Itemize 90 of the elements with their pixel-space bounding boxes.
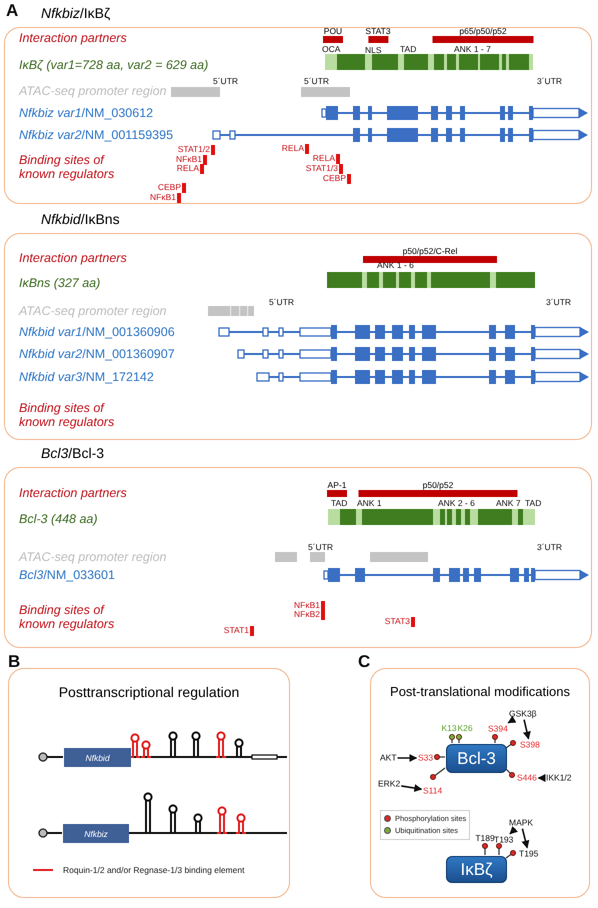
regulator-label: STAT1/3	[306, 164, 338, 174]
kinase-label: GSK3β	[509, 709, 537, 719]
site-label: S114	[423, 786, 442, 796]
domain-label: ANK 7	[496, 499, 521, 509]
partner-label: p50/p52	[422, 481, 454, 490]
panel-heading: Bcl3/Bcl-3	[41, 445, 104, 461]
regulator-label: NFκB1	[150, 193, 176, 203]
site-label: S33	[418, 753, 434, 763]
partner-label: p50/p52/C-Rel	[402, 247, 458, 256]
domain-label: ANK 2 - 6	[438, 499, 475, 509]
kinase-label: IKK1/2	[546, 773, 572, 783]
regulator-label: NFκB1	[176, 155, 202, 165]
protein-box: Bcl-3	[446, 744, 507, 773]
protein-label: IκBns (327 aa)	[19, 276, 100, 290]
panel-letter: C	[358, 652, 370, 672]
row-label: Interaction partners	[19, 486, 127, 500]
site-label: T195	[519, 849, 538, 859]
arrow	[509, 826, 518, 834]
kinase-label: MAPK	[509, 818, 534, 828]
regulator-label: CEBP	[158, 183, 181, 193]
transcript-label: Nfkbid var2/NM_001360907	[19, 346, 175, 362]
panel-title: Posttranscriptional regulation	[58, 684, 240, 700]
transcript-label: Nfkbid var1/NM_001360906	[19, 324, 175, 340]
site-label: T193	[494, 835, 514, 845]
legend-label: Roquin-1/2 and/or Regnase-1/3 binding element	[63, 865, 244, 875]
arrow	[538, 774, 546, 782]
arrow	[398, 754, 418, 762]
site-label: T189	[475, 834, 495, 844]
arrow	[522, 720, 531, 740]
regulator-label: NFκB1	[294, 601, 320, 611]
domain-label: TAD	[400, 45, 416, 55]
arrow	[401, 784, 422, 792]
coding-region-box: Nfkbiz	[63, 824, 129, 843]
partner-label: AP-1	[328, 481, 346, 490]
row-label: ATAC-seq promoter region	[19, 304, 167, 318]
domain-label: OCA	[322, 45, 340, 55]
row-label: Binding sites of known regulators	[19, 153, 116, 181]
row-label: ATAC-seq promoter region	[19, 550, 167, 564]
kinase-label: AKT	[380, 753, 397, 763]
partner-label: POU	[324, 27, 342, 36]
transcript-label: Bcl3/NM_033601	[19, 568, 115, 582]
transcript-label: Nfkbiz var2/NM_001159395	[19, 128, 174, 142]
utr-label: 3´UTR	[537, 77, 562, 87]
panel-letter: A	[6, 1, 18, 21]
panel-heading: Nfkbid/IκBns	[41, 211, 120, 227]
regulator-label: STAT1	[224, 626, 249, 636]
utr-label: 5´UTR	[213, 77, 238, 87]
coding-region-box: Nfkbid	[64, 748, 131, 767]
regulator-label: NFκB2	[294, 610, 320, 620]
panel-heading: Nfkbiz/IκBζ	[41, 5, 110, 21]
protein-label: Bcl-3 (448 aa)	[19, 512, 98, 526]
row-label: Binding sites of known regulators	[19, 401, 116, 429]
arrow	[508, 716, 516, 724]
row-label: Interaction partners	[19, 250, 127, 266]
domain-label: ANK 1 - 7	[454, 45, 491, 55]
domain-label: ANK 1 - 6	[377, 261, 414, 271]
row-label: ATAC-seq promoter region	[19, 84, 167, 98]
site-label: S398	[520, 740, 540, 750]
site-label: K26	[457, 724, 473, 734]
panel-letter: B	[8, 652, 20, 672]
regulator-label: CEBP	[322, 174, 346, 184]
panel-frame	[8, 668, 290, 898]
arrow	[522, 828, 530, 849]
protein-label: IκBζ (var1=728 aa, var2 = 629 aa)	[19, 58, 208, 72]
domain-label: TAD	[331, 499, 348, 509]
utr-label: 3´UTR	[546, 298, 572, 308]
regulator-label: STAT1/2	[178, 145, 210, 155]
utr-label: 3´UTR	[537, 543, 562, 553]
protein-box: IκBζ	[446, 856, 507, 883]
site-label: K13	[441, 724, 457, 734]
utr-label: 5´UTR	[308, 543, 334, 553]
regulator-label: RELA	[312, 154, 335, 164]
regulator-label: STAT3	[384, 617, 410, 627]
regulator-label: RELA	[282, 144, 304, 154]
partner-label: STAT3	[365, 27, 391, 36]
utr-label: 5´UTR	[269, 298, 294, 308]
regulator-label: RELA	[176, 164, 199, 174]
domain-label: NLS	[365, 46, 382, 56]
domain-label: TAD	[525, 499, 542, 509]
partner-label: p65/p50/p52	[459, 27, 507, 36]
panel-title: Post-translational modifications	[389, 684, 571, 699]
kinase-label: ERK2	[378, 779, 400, 789]
site-label: S446	[517, 773, 537, 783]
transcript-label: Nfkbid var3/NM_172142	[19, 370, 154, 384]
domain-label: ANK 1	[357, 499, 382, 509]
row-label: Interaction partners	[19, 30, 127, 46]
utr-label: 5´UTR	[304, 77, 330, 87]
row-label: Binding sites of known regulators	[19, 603, 116, 631]
site-label: S394	[488, 724, 508, 734]
transcript-label: Nfkbiz var1/NM_030612	[19, 106, 154, 120]
